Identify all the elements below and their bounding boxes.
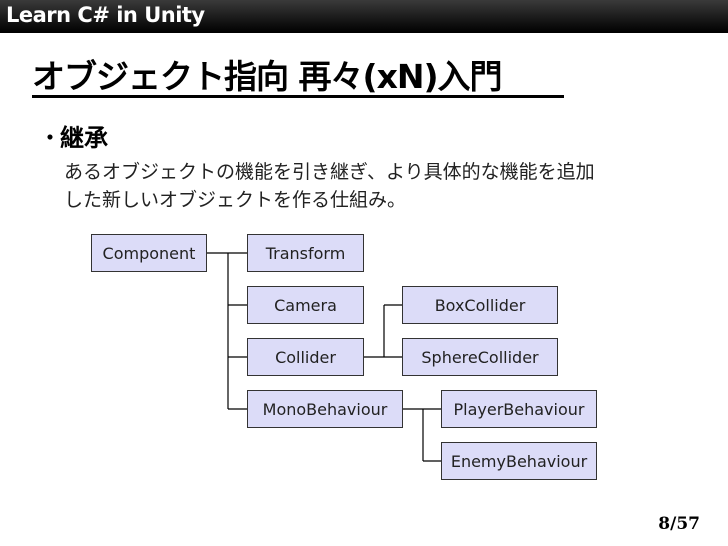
node-monobehaviour: MonoBehaviour <box>247 390 403 428</box>
page-number: 8/57 <box>658 514 700 534</box>
bullet-mark: ・ <box>38 124 62 152</box>
bullet-item: ・継承 <box>38 118 108 153</box>
node-component: Component <box>91 234 207 272</box>
slide-title: オブジェクト指向 再々(xN)入門 <box>32 57 503 96</box>
node-transform: Transform <box>247 234 364 272</box>
node-playerbehaviour: PlayerBehaviour <box>441 390 597 428</box>
node-camera: Camera <box>247 286 364 324</box>
node-enemybehaviour: EnemyBehaviour <box>441 442 597 480</box>
node-boxcollider: BoxCollider <box>402 286 558 324</box>
node-spherecollider: SphereCollider <box>402 338 558 376</box>
node-collider: Collider <box>247 338 364 376</box>
header-bar: Learn C# in Unity <box>0 0 728 33</box>
header-title: Learn C# in Unity <box>6 3 205 27</box>
description: あるオブジェクトの機能を引き継ぎ、より具体的な機能を追加 した新しいオブジェクト… <box>64 158 704 214</box>
description-line-1: あるオブジェクトの機能を引き継ぎ、より具体的な機能を追加 <box>64 161 595 183</box>
bullet-text: 継承 <box>60 124 108 152</box>
title-underline <box>32 95 564 98</box>
description-line-2: した新しいオブジェクトを作る仕組み。 <box>64 189 407 211</box>
